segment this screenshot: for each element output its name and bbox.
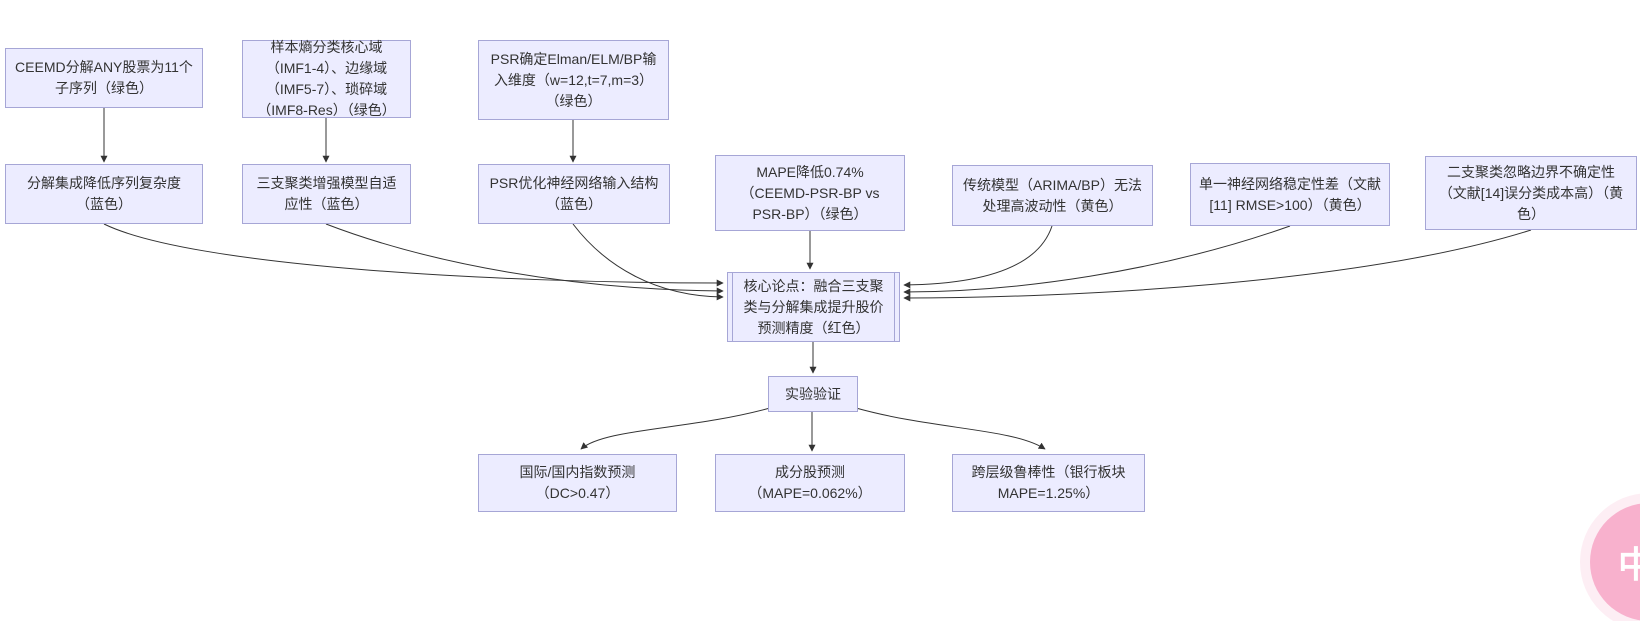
edge-n12-n13	[580, 407, 771, 450]
edge-n10-n11	[903, 229, 1532, 302]
translate-floating-button[interactable]: 中A	[1590, 503, 1640, 621]
node-psr-optimizes-input-structure: PSR优化神经网络输入结构（蓝色）	[478, 164, 670, 224]
node-ceemd-decompose: CEEMD分解ANY股票为11个子序列（绿色）	[5, 48, 203, 108]
node-core-thesis: 核心论点：融合三支聚类与分解集成提升股价预测精度（红色）	[727, 272, 900, 342]
node-decomposition-reduces-complexity: 分解集成降低序列复杂度（蓝色）	[5, 164, 203, 224]
edge-n8-n11	[903, 225, 1053, 289]
edge-n5-n11	[325, 223, 724, 295]
edge-n9-n11	[903, 225, 1291, 296]
node-two-way-clustering-limitation: 二支聚类忽略边界不确定性（文献[14]误分类成本高）（黄色）	[1425, 156, 1637, 230]
node-single-nn-instability: 单一神经网络稳定性差（文献[11] RMSE>100）（黄色）	[1190, 163, 1390, 226]
node-psr-input-dimension: PSR确定Elman/ELM/BP输入维度（w=12,t=7,m=3）（绿色）	[478, 40, 669, 120]
edge-n4-n11	[103, 223, 724, 287]
node-constituent-stock-prediction: 成分股预测（MAPE=0.062%）	[715, 454, 905, 512]
node-traditional-model-limitation: 传统模型（ARIMA/BP）无法处理高波动性（黄色）	[952, 165, 1153, 226]
node-cross-level-robustness: 跨层级鲁棒性（银行板块 MAPE=1.25%）	[952, 454, 1145, 512]
node-experimental-validation: 实验验证	[768, 376, 858, 412]
node-mape-improvement: MAPE降低0.74%（CEEMD-PSR-BP vs PSR-BP）（绿色）	[715, 155, 905, 231]
edge-n6-n11	[572, 223, 724, 301]
node-three-way-clustering-adaptivity: 三支聚类增强模型自适应性（蓝色）	[242, 164, 411, 224]
edge-n12-n15	[855, 407, 1046, 450]
node-index-prediction: 国际/国内指数预测（DC>0.47）	[478, 454, 677, 512]
node-sample-entropy-domains: 样本熵分类核心域（IMF1-4）、边缘域（IMF5-7）、琐碎域（IMF8-Re…	[242, 39, 411, 118]
